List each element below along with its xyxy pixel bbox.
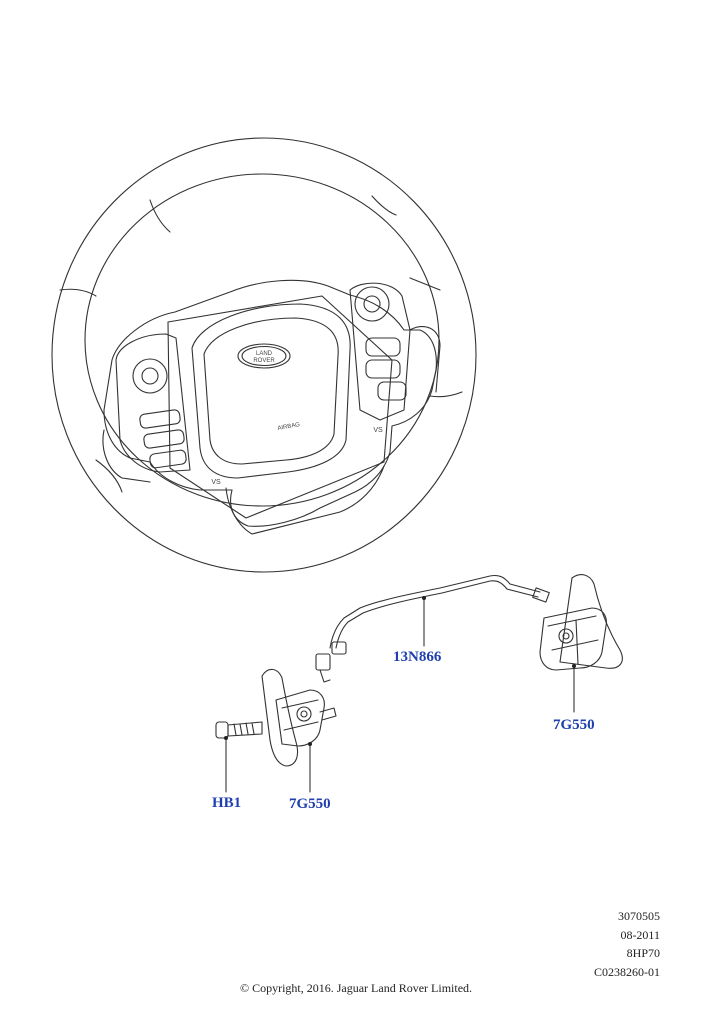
paddle-shift-right <box>539 574 623 671</box>
paddle-shift-left <box>261 668 337 767</box>
wheel-rim-inner <box>84 173 440 507</box>
meta-line-1: 3070505 <box>618 909 660 923</box>
leader-dot-paddle-left <box>308 742 312 746</box>
right-spoke-arm <box>409 326 441 393</box>
harness-cable-outer <box>329 574 541 649</box>
paddle-right-ribs <box>547 615 599 665</box>
copyright-notice: © Copyright, 2016. Jaguar Land Rover Lim… <box>239 981 473 995</box>
hub-inner-outline <box>167 295 393 519</box>
right-control-panel <box>349 282 411 421</box>
left-button-3 <box>149 449 187 469</box>
paddle-left-boss <box>296 706 312 722</box>
grip-seam-right <box>409 277 441 291</box>
paddle-left-boss-inner <box>300 710 308 718</box>
leader-lines <box>225 597 575 793</box>
left-control-panel <box>115 333 191 473</box>
paddle-right-housing <box>539 607 607 671</box>
harness-connector-right <box>532 587 550 603</box>
left-button-1 <box>139 409 181 429</box>
wheel-rim-outer <box>51 137 477 573</box>
paddle-right-blade <box>559 574 623 669</box>
land-rover-badge <box>237 343 291 369</box>
bolt-threads <box>233 722 255 736</box>
bolt-head <box>215 721 229 739</box>
paddle-right-boss <box>558 628 574 644</box>
meta-line-3: 8HP70 <box>626 946 660 960</box>
paddle-left-housing <box>275 689 325 747</box>
grip-seam-left <box>59 288 97 297</box>
badge-text-line1: LAND <box>256 351 273 357</box>
right-nav-pad <box>354 286 390 322</box>
callout-hb1[interactable]: HB1 <box>212 795 242 811</box>
leader-dot-harness <box>422 596 426 600</box>
leader-dot-bolt <box>224 736 228 740</box>
badge-text-line2: ROVER <box>253 358 275 364</box>
left-nav-pad-center <box>141 367 159 385</box>
right-button-3 <box>377 381 407 401</box>
paddle-left-ribs <box>281 699 319 731</box>
meta-line-2: 08-2011 <box>620 927 660 942</box>
vs-left-label: VS <box>211 479 221 486</box>
vs-right-label: VS <box>373 427 383 434</box>
grip-seam-top-right <box>371 195 397 216</box>
wiring-harness <box>315 574 550 683</box>
paddle-right-boss-inner <box>562 632 570 640</box>
grip-seam-lower-left <box>95 459 123 493</box>
bolt-shank <box>227 721 263 737</box>
grip-seam-top-left <box>149 199 171 233</box>
callout-7g550-left[interactable]: 7G550 <box>289 796 331 812</box>
callout-7g550-right[interactable]: 7G550 <box>553 717 595 733</box>
left-nav-pad <box>132 358 168 394</box>
harness-connector-left-a <box>315 653 331 671</box>
right-button-2 <box>365 359 401 379</box>
airbag-label: AIRBAG <box>277 422 301 432</box>
illustration-meta: 3070505 08-2011 8HP70 C0238260-01 <box>594 907 660 981</box>
leader-dot-paddle-right <box>572 664 576 668</box>
left-spoke-arm <box>102 429 151 483</box>
bolt-hb1 <box>215 721 263 739</box>
right-nav-pad-center <box>363 295 381 313</box>
hub-body <box>103 279 437 527</box>
paddle-left-blade <box>261 668 299 767</box>
paddle-left-stud <box>319 707 337 721</box>
left-button-2 <box>143 429 185 449</box>
land-rover-badge-inner <box>241 345 287 367</box>
steering-wheel <box>51 137 477 573</box>
airbag-pad-inner <box>203 317 339 465</box>
bottom-spoke <box>225 465 385 535</box>
harness-clip <box>319 669 331 683</box>
harness-connector-left-b <box>331 641 347 655</box>
callout-13n866[interactable]: 13N866 <box>393 649 442 665</box>
right-button-1 <box>365 337 401 357</box>
grip-seam-lower-right <box>429 391 463 398</box>
airbag-pad <box>191 303 351 479</box>
harness-cable-inner <box>335 580 539 649</box>
meta-line-4: C0238260-01 <box>594 964 660 979</box>
